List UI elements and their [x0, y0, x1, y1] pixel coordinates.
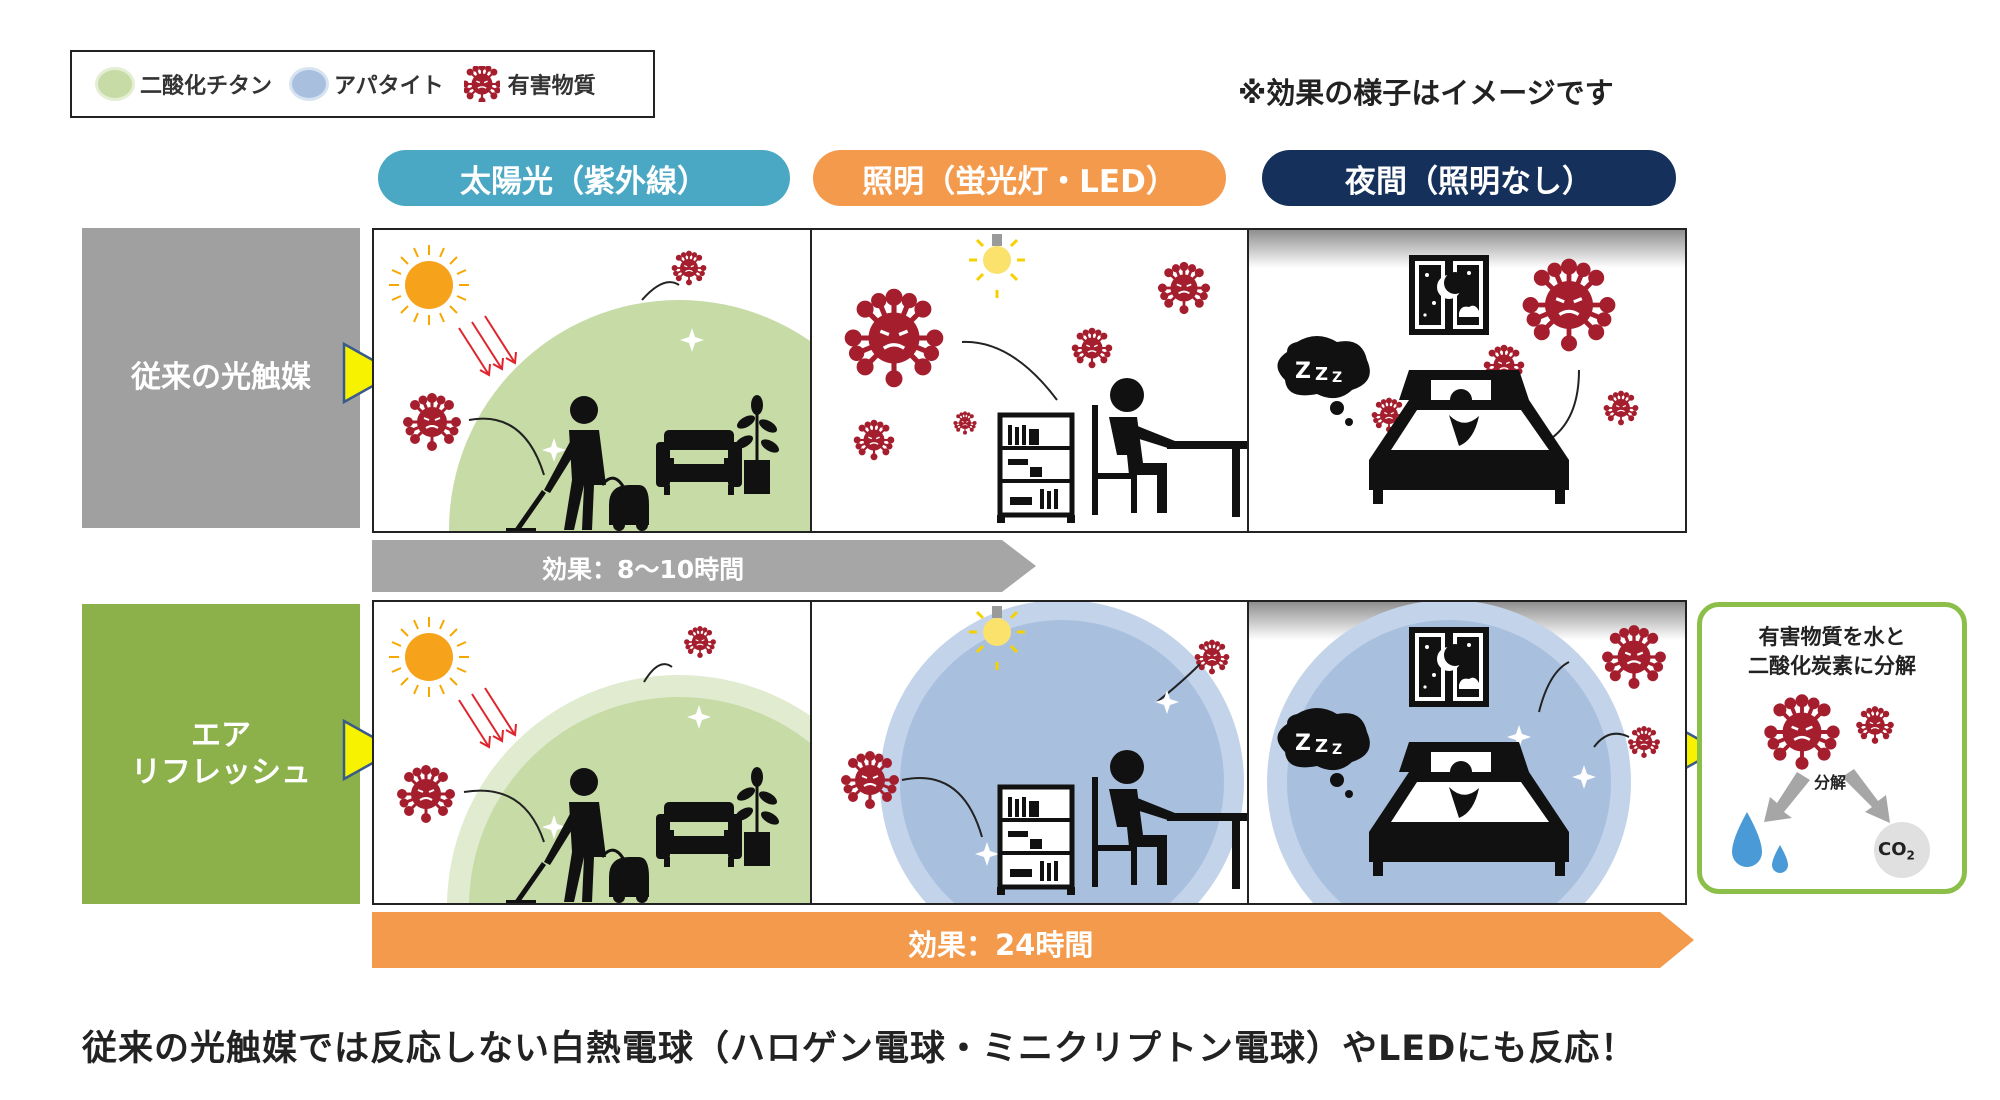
- row-label-conventional: 従来の光触媒: [82, 228, 360, 528]
- decompose-arrow: [463, 789, 545, 843]
- drift-arrow: [1548, 369, 1580, 441]
- decompose-arrow: [1156, 663, 1201, 703]
- panel-airrefresh-night: [1247, 600, 1687, 905]
- result-line1: 有害物質を水と: [1758, 625, 1906, 649]
- bed-icon: [1369, 370, 1569, 504]
- legend-item-titanium: 二酸化チタン: [98, 68, 272, 100]
- virus-icon: [1602, 625, 1666, 689]
- result-line2: 二酸化炭素に分解: [1748, 654, 1916, 679]
- sun-icon: [388, 244, 470, 326]
- duration-label-conventional: 効果：8～10時間: [542, 555, 745, 584]
- virus-icon: [1525, 261, 1613, 349]
- panel-airrefresh-sunlight: [372, 600, 812, 905]
- column-header-sunlight: 太陽光（紫外線）: [378, 150, 790, 206]
- result-text: 有害物質を水と 二酸化炭素に分解: [1702, 623, 1962, 682]
- virus-icon: [953, 411, 977, 435]
- drift-arrow: [961, 340, 1058, 401]
- light-bulb-icon: [967, 232, 1027, 300]
- row-label-air-refresh: エア リフレッシュ: [82, 604, 360, 904]
- virus-icon: [463, 66, 500, 102]
- legend-item-apatite: アパタイト: [292, 68, 444, 100]
- virus-icon: [1628, 726, 1660, 758]
- virus-icon: [847, 291, 941, 385]
- legend-box: 二酸化チタン アパタイト 有害物質: [70, 50, 655, 118]
- duration-bar-conventional: 効果：8～10時間: [372, 540, 1036, 592]
- result-box: 有害物質を水と 二酸化炭素に分解 分解 CO2: [1697, 602, 1967, 894]
- titanium-swatch-icon: [98, 70, 132, 98]
- decompose-label: 分解: [1814, 773, 1847, 792]
- duration-bar-air-refresh: 効果：24時間: [372, 912, 1694, 968]
- co2-subscript: 2: [1906, 848, 1915, 863]
- sleep-bubble-icon: [1277, 336, 1370, 426]
- co2-text: CO: [1878, 839, 1907, 860]
- virus-icon: [1157, 261, 1211, 315]
- co2-bubble-icon: [1874, 822, 1930, 878]
- row-pointer-icon: [342, 341, 399, 405]
- footer-caption: 従来の光触媒では反応しない白熱電球（ハロゲン電球・ミニクリプトン電球）やLEDに…: [82, 1029, 1637, 1069]
- sun-icon: [388, 616, 470, 698]
- decompose-arrow: [1538, 661, 1570, 713]
- virus-icon: [1603, 390, 1639, 426]
- uv-rays-icon: [458, 687, 517, 749]
- virus-icon: [1764, 694, 1840, 770]
- virus-icon: [671, 250, 707, 286]
- virus-icon: [841, 751, 899, 809]
- legend-label-harmful: 有害物質: [507, 74, 596, 99]
- image-note: ※効果の様子はイメージです: [1238, 76, 1614, 110]
- virus-icon: [684, 626, 716, 658]
- bookshelf-icon: [997, 787, 1075, 895]
- legend-label-titanium: 二酸化チタン: [140, 74, 273, 99]
- night-window-icon: [1409, 255, 1489, 335]
- column-header-lighting: 照明（蛍光灯・LED）: [813, 150, 1226, 206]
- decompose-arrow: [643, 663, 673, 683]
- co2-label: CO2: [1878, 839, 1915, 863]
- decompose-arrow: [641, 281, 680, 301]
- legend-item-harmful: 有害物質: [463, 66, 596, 102]
- row-label-air-refresh-line2: リフレッシュ: [131, 755, 311, 790]
- person-desk-icon: [1092, 378, 1247, 517]
- decompose-arrow: [901, 776, 983, 838]
- panel-conventional-lighting: [810, 228, 1250, 533]
- night-window-icon: [1409, 627, 1489, 707]
- virus-icon: [1194, 639, 1230, 675]
- panel-conventional-sunlight: [372, 228, 812, 533]
- virus-icon: [397, 765, 455, 823]
- legend-label-apatite: アパタイト: [334, 74, 444, 99]
- panel-airrefresh-lighting: [810, 600, 1250, 905]
- panel-conventional-night: [1247, 228, 1687, 533]
- decompose-arrow: [468, 417, 545, 476]
- virus-icon: [1856, 706, 1894, 744]
- virus-icon: [1071, 327, 1113, 369]
- virus-icon: [403, 393, 461, 451]
- decompose-arrow-right-icon: [1842, 769, 1890, 823]
- duration-label-air-refresh: 効果：24時間: [908, 928, 1094, 962]
- apatite-swatch-icon: [292, 70, 327, 98]
- virus-icon: [853, 419, 895, 461]
- uv-rays-icon: [458, 315, 517, 377]
- decompose-arrow: [1593, 732, 1630, 748]
- column-header-night: 夜間（照明なし）: [1262, 150, 1676, 206]
- row-label-air-refresh-line1: エア: [191, 717, 251, 753]
- bookshelf-icon: [997, 415, 1075, 523]
- row-pointer-icon: [342, 718, 399, 782]
- water-drop-icon: [1732, 812, 1788, 873]
- decompose-arrow-left-icon: [1764, 772, 1810, 822]
